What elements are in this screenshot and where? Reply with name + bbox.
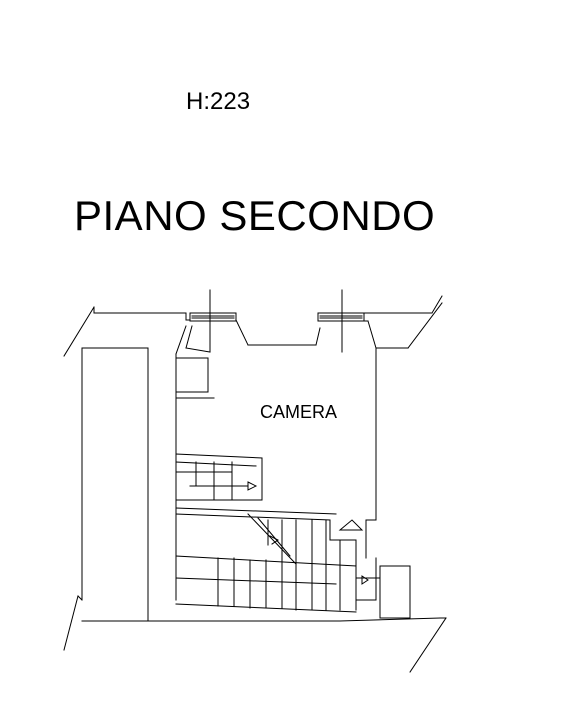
ceiling-height-label: H:223 [186,88,251,115]
wall-pier [379,565,411,619]
arrow-icon [247,481,258,491]
floor-title: PIANO SECONDO [74,192,436,239]
top-wall [175,289,381,359]
outer-walls [63,295,447,673]
inner-right-wall [355,347,411,619]
window [189,312,237,322]
room-label-camera: CAMERA [260,402,337,422]
upper-stair [175,453,263,501]
main-stair [175,507,364,613]
level-marker-icon [338,519,364,531]
arrow-icon [361,575,369,585]
arrow-icon [269,535,279,545]
inner-left-wall [175,357,215,601]
window [317,312,365,322]
wall-niche [175,357,209,393]
